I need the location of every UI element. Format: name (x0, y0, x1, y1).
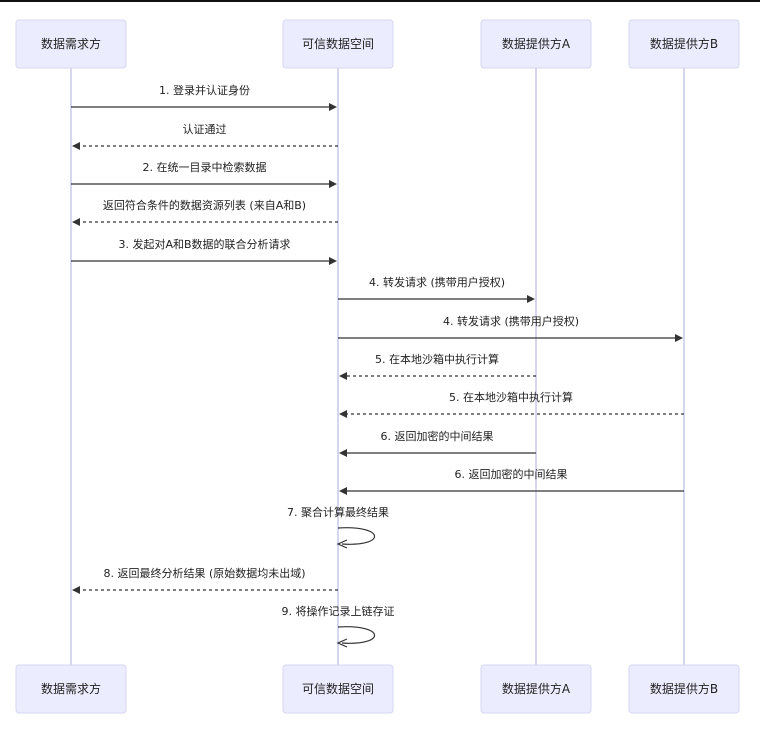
self-loop-arrow (337, 527, 375, 545)
arrow-head (329, 103, 337, 111)
message-5: 3. 发起对A和B数据的联合分析请求 (71, 237, 337, 265)
arrow-head (72, 218, 80, 226)
participant-label: 数据提供方A (502, 681, 571, 696)
participant-providerA-bottom: 数据提供方A (480, 664, 592, 714)
participant-box (15, 19, 127, 69)
participant-demander-bottom: 数据需求方 (15, 664, 127, 714)
participant-label: 数据提供方A (502, 36, 571, 51)
message-7: 4. 转发请求 (携带用户授权) (338, 314, 683, 342)
participant-label: 可信数据空间 (302, 681, 374, 696)
top-border (0, 0, 760, 2)
participants-top: 数据需求方 可信数据空间 数据提供方A 数据提供方B (15, 19, 740, 69)
arrow-head (339, 487, 347, 495)
message-10: 6. 返回加密的中间结果 (339, 429, 536, 457)
message-1: 1. 登录并认证身份 (71, 83, 337, 111)
lifelines (70, 68, 685, 665)
participant-providerB-bottom: 数据提供方B (628, 664, 740, 714)
message-12: 7. 聚合计算最终结果 (287, 505, 389, 549)
message-3: 2. 在统一目录中检索数据 (71, 160, 337, 188)
message-label: 8. 返回最终分析结果 (原始数据均未出域) (103, 566, 305, 580)
participant-box (282, 664, 394, 714)
message-label: 5. 在本地沙箱中执行计算 (375, 352, 499, 366)
message-label: 6. 返回加密的中间结果 (381, 429, 494, 443)
arrow-head (329, 257, 337, 265)
arrow-head (72, 586, 80, 594)
message-label: 5. 在本地沙箱中执行计算 (449, 390, 573, 404)
arrow-head (339, 410, 347, 418)
arrow-head (336, 638, 348, 648)
participant-providerA-top: 数据提供方A (480, 19, 592, 69)
message-label: 6. 返回加密的中间结果 (455, 467, 568, 481)
participant-space-bottom: 可信数据空间 (282, 664, 394, 714)
participant-providerB-top: 数据提供方B (628, 19, 740, 69)
message-14: 9. 将操作记录上链存证 (282, 604, 395, 648)
message-label: 4. 转发请求 (携带用户授权) (443, 314, 579, 328)
message-6: 4. 转发请求 (携带用户授权) (338, 275, 535, 303)
participant-box (480, 19, 592, 69)
participant-label: 数据提供方B (650, 36, 718, 51)
message-label: 返回符合条件的数据资源列表 (来自A和B) (103, 198, 306, 212)
message-8: 5. 在本地沙箱中执行计算 (339, 352, 536, 380)
message-13: 8. 返回最终分析结果 (原始数据均未出域) (72, 566, 338, 594)
participant-label: 数据提供方B (650, 681, 718, 696)
arrow-head (339, 372, 347, 380)
arrow-head (339, 449, 347, 457)
arrow-head (527, 295, 535, 303)
participant-box (282, 19, 394, 69)
participant-label: 数据需求方 (41, 681, 101, 696)
arrow-head (336, 539, 348, 549)
participant-box (628, 664, 740, 714)
participant-box (480, 664, 592, 714)
arrow-head (675, 334, 683, 342)
participant-space-top: 可信数据空间 (282, 19, 394, 69)
participant-box (628, 19, 740, 69)
participant-label: 数据需求方 (41, 36, 101, 51)
message-label: 2. 在统一目录中检索数据 (143, 160, 267, 174)
participant-box (15, 664, 127, 714)
self-loop-arrow (337, 626, 375, 644)
message-2: 认证通过 (72, 123, 338, 150)
message-label: 4. 转发请求 (携带用户授权) (369, 275, 505, 289)
message-4: 返回符合条件的数据资源列表 (来自A和B) (72, 198, 338, 226)
arrow-head (72, 142, 80, 150)
participant-demander-top: 数据需求方 (15, 19, 127, 69)
participant-label: 可信数据空间 (302, 36, 374, 51)
arrow-head (329, 180, 337, 188)
participants-bottom: 数据需求方 可信数据空间 数据提供方A 数据提供方B (15, 664, 740, 714)
message-label: 3. 发起对A和B数据的联合分析请求 (118, 237, 290, 251)
message-label: 认证通过 (183, 123, 227, 136)
message-label: 1. 登录并认证身份 (159, 83, 250, 97)
message-label: 9. 将操作记录上链存证 (282, 604, 395, 618)
message-label: 7. 聚合计算最终结果 (287, 505, 389, 519)
message-9: 5. 在本地沙箱中执行计算 (339, 390, 684, 418)
message-11: 6. 返回加密的中间结果 (339, 467, 684, 495)
